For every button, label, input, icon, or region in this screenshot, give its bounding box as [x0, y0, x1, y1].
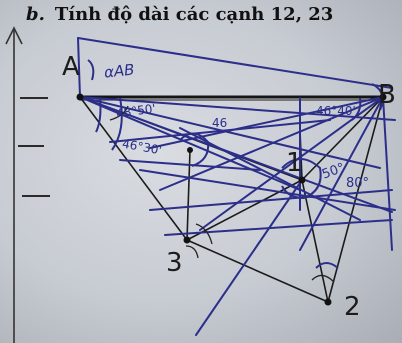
part-label: b.	[26, 4, 45, 25]
ink-construction	[77, 37, 396, 336]
margin-ticks	[18, 97, 50, 197]
annotation-alpha-ab: αAB	[103, 60, 136, 82]
pencil-arcs	[109, 105, 335, 283]
annotation-angle-3: 46	[212, 116, 228, 130]
annotation-angle-1b: 80°	[346, 176, 370, 191]
point-a	[76, 93, 84, 101]
label-b: B	[378, 80, 396, 110]
annotation-angle-b: 46°40'	[316, 104, 356, 118]
pencil-triangles	[79, 96, 384, 303]
vertices	[76, 93, 387, 306]
point-2	[324, 298, 332, 306]
point-3	[183, 236, 191, 244]
aux-point	[187, 147, 193, 153]
angle-arcs	[87, 59, 384, 269]
exercise-heading: b. Tính độ dài các cạnh 12, 23	[26, 4, 333, 25]
label-3: 3	[166, 248, 183, 278]
point-b	[379, 93, 387, 101]
heading-text: Tính độ dài các cạnh 12, 23	[54, 4, 334, 25]
point-1	[298, 176, 306, 184]
label-1: 1	[286, 148, 303, 178]
label-2: 2	[344, 292, 361, 322]
label-a: A	[62, 52, 80, 82]
axis-arrow	[5, 26, 23, 343]
